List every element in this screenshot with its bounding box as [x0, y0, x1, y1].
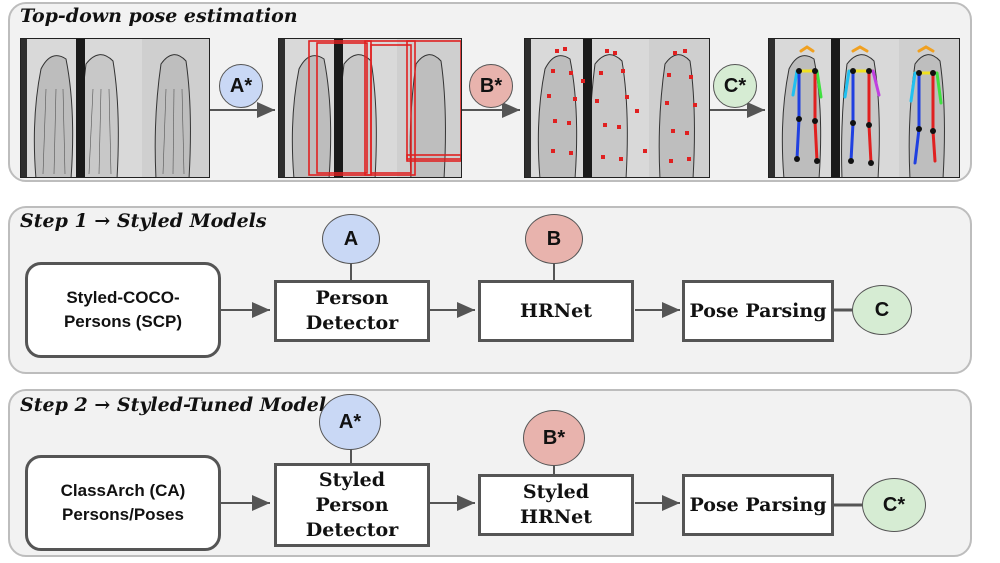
- step2-title: Step 2 → Styled-Tuned Models: [20, 394, 337, 416]
- step1-person-detector: Person Detector: [274, 280, 430, 342]
- vase-image-skeletons: [768, 38, 960, 178]
- keypoint-markers: [547, 47, 697, 163]
- step1-hrnet: HRNet: [478, 280, 634, 342]
- pose-skeletons: [791, 45, 943, 165]
- step2-styled-person-detector: Styled Person Detector: [274, 463, 430, 547]
- vase-image-keypoints: [524, 38, 710, 178]
- step1-pose-parsing: Pose Parsing: [682, 280, 834, 342]
- step2-pose-parsing: Pose Parsing: [682, 474, 834, 536]
- step1-circle-b: B: [525, 214, 583, 264]
- step2-input-dataset: ClassArch (CA) Persons/Poses: [25, 455, 221, 551]
- top-circle-b-star: B*: [469, 64, 513, 108]
- step2-circle-c-star: C*: [862, 478, 926, 532]
- top-circle-a-star: A*: [219, 64, 263, 108]
- step1-title: Step 1 → Styled Models: [20, 210, 267, 232]
- step1-input-dataset: Styled-COCO- Persons (SCP): [25, 262, 221, 358]
- step1-circle-a: A: [322, 214, 380, 264]
- step2-circle-a-star: A*: [319, 394, 381, 450]
- vase-image-original: [20, 38, 210, 178]
- top-circle-c-star: C*: [713, 64, 757, 108]
- bounding-boxes: [308, 40, 461, 176]
- step2-circle-b-star: B*: [523, 410, 585, 466]
- top-panel-title: Top-down pose estimation: [20, 5, 298, 27]
- step1-circle-c: C: [852, 285, 912, 335]
- step2-styled-hrnet: Styled HRNet: [478, 474, 634, 536]
- vase-image-detections: [278, 38, 462, 178]
